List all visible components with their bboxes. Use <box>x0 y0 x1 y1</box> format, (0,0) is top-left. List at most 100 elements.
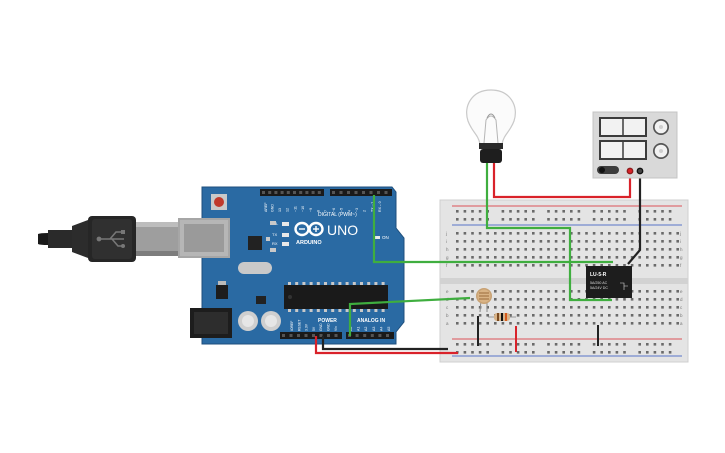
breadboard-hole[interactable] <box>668 218 672 221</box>
breadboard-hole[interactable] <box>653 210 657 213</box>
breadboard-hole[interactable] <box>646 322 649 325</box>
breadboard-hole[interactable] <box>608 256 611 259</box>
breadboard-hole[interactable] <box>539 240 543 243</box>
breadboard-hole[interactable] <box>532 351 535 354</box>
breadboard-hole[interactable] <box>532 322 535 325</box>
breadboard-hole[interactable] <box>562 343 565 346</box>
breadboard-hole[interactable] <box>646 218 649 221</box>
header-hole[interactable] <box>369 191 373 194</box>
breadboard-hole[interactable] <box>456 218 459 221</box>
breadboard-hole[interactable] <box>471 351 474 354</box>
breadboard-hole[interactable] <box>592 240 596 243</box>
breadboard-hole[interactable] <box>554 351 558 354</box>
breadboard-hole[interactable] <box>646 306 649 309</box>
breadboard-hole[interactable] <box>554 290 558 293</box>
breadboard-hole[interactable] <box>661 298 664 301</box>
header-hole[interactable] <box>280 191 284 194</box>
breadboard-hole[interactable] <box>623 248 626 251</box>
breadboard-hole[interactable] <box>600 256 603 259</box>
breadboard-hole[interactable] <box>608 322 611 325</box>
breadboard-hole[interactable] <box>516 256 520 259</box>
breadboard-hole[interactable] <box>509 218 512 221</box>
breadboard-hole[interactable] <box>554 306 558 309</box>
breadboard-hole[interactable] <box>600 264 603 267</box>
breadboard-hole[interactable] <box>486 248 489 251</box>
breadboard-hole[interactable] <box>600 314 603 317</box>
breadboard-hole[interactable] <box>494 248 497 251</box>
breadboard-hole[interactable] <box>653 343 657 346</box>
photoresistor[interactable] <box>476 288 492 313</box>
breadboard-hole[interactable] <box>653 298 657 301</box>
breadboard-hole[interactable] <box>516 351 520 354</box>
breadboard-hole[interactable] <box>509 256 512 259</box>
breadboard-hole[interactable] <box>562 264 565 267</box>
breadboard-hole[interactable] <box>600 351 603 354</box>
breadboard-hole[interactable] <box>456 210 459 213</box>
breadboard-hole[interactable] <box>562 248 565 251</box>
breadboard-hole[interactable] <box>577 218 581 221</box>
breadboard-hole[interactable] <box>486 256 489 259</box>
breadboard-hole[interactable] <box>608 240 611 243</box>
breadboard-hole[interactable] <box>653 314 657 317</box>
breadboard-hole[interactable] <box>524 264 527 267</box>
breadboard-hole[interactable] <box>600 306 603 309</box>
breadboard-hole[interactable] <box>547 248 550 251</box>
breadboard-hole[interactable] <box>547 218 550 221</box>
header-hole[interactable] <box>274 191 278 194</box>
breadboard-hole[interactable] <box>585 306 588 309</box>
breadboard-hole[interactable] <box>486 232 489 235</box>
breadboard-hole[interactable] <box>539 322 543 325</box>
breadboard-hole[interactable] <box>661 240 664 243</box>
breadboard-hole[interactable] <box>570 306 573 309</box>
breadboard-hole[interactable] <box>676 232 679 235</box>
wire-green-digital-to-breadboard[interactable] <box>372 195 613 264</box>
breadboard-hole[interactable] <box>668 232 672 235</box>
breadboard-hole[interactable] <box>494 264 497 267</box>
breadboard-hole[interactable] <box>471 290 474 293</box>
breadboard-hole[interactable] <box>562 218 565 221</box>
breadboard-hole[interactable] <box>516 240 520 243</box>
breadboard-hole[interactable] <box>532 218 535 221</box>
breadboard-hole[interactable] <box>646 298 649 301</box>
breadboard-hole[interactable] <box>516 290 520 293</box>
digital-header[interactable] <box>260 189 392 196</box>
breadboard-hole[interactable] <box>516 248 520 251</box>
breadboard-hole[interactable] <box>608 218 611 221</box>
breadboard-hole[interactable] <box>623 218 626 221</box>
breadboard-hole[interactable] <box>592 343 596 346</box>
header-hole[interactable] <box>293 191 296 194</box>
breadboard-hole[interactable] <box>615 240 619 243</box>
breadboard-hole[interactable] <box>630 290 634 293</box>
breadboard-hole[interactable] <box>478 240 482 243</box>
breadboard-hole[interactable] <box>456 290 459 293</box>
breadboard-hole[interactable] <box>615 256 619 259</box>
breadboard-hole[interactable] <box>509 264 512 267</box>
breadboard-hole[interactable] <box>676 248 679 251</box>
breadboard-hole[interactable] <box>577 351 581 354</box>
breadboard-hole[interactable] <box>592 264 596 267</box>
breadboard-hole[interactable] <box>623 240 626 243</box>
breadboard-hole[interactable] <box>562 314 565 317</box>
voltage-knob[interactable] <box>653 119 669 135</box>
breadboard-hole[interactable] <box>570 248 573 251</box>
breadboard-hole[interactable] <box>532 232 535 235</box>
breadboard-hole[interactable] <box>463 351 467 354</box>
terminal-positive[interactable] <box>626 167 634 175</box>
breadboard-hole[interactable] <box>570 218 573 221</box>
breadboard-hole[interactable] <box>661 351 664 354</box>
breadboard-hole[interactable] <box>615 351 619 354</box>
breadboard-hole[interactable] <box>562 290 565 293</box>
header-hole[interactable] <box>312 334 315 337</box>
breadboard-hole[interactable] <box>638 256 641 259</box>
breadboard-hole[interactable] <box>577 314 581 317</box>
breadboard-hole[interactable] <box>630 240 634 243</box>
header-hole[interactable] <box>355 334 359 337</box>
breadboard-hole[interactable] <box>463 240 467 243</box>
breadboard-hole[interactable] <box>646 232 649 235</box>
wire-green-bulb-to-relay[interactable] <box>485 162 612 302</box>
breadboard-hole[interactable] <box>653 248 657 251</box>
breadboard-hole[interactable] <box>668 298 672 301</box>
breadboard-hole[interactable] <box>547 306 550 309</box>
breadboard-hole[interactable] <box>623 306 626 309</box>
breadboard-hole[interactable] <box>478 343 482 346</box>
